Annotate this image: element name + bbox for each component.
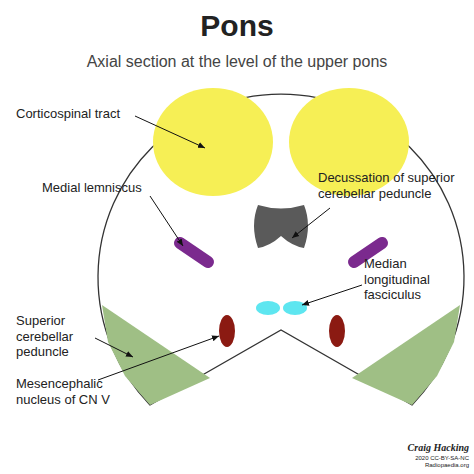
- leader-line: [150, 196, 183, 246]
- leader-line: [98, 336, 219, 380]
- leader-line: [292, 208, 330, 238]
- watermark: Craig Hacking: [384, 442, 469, 454]
- structure-label: Decussation of superior cerebellar pedun…: [318, 170, 468, 201]
- mesencephalic-nucleus-left: [219, 315, 235, 347]
- structure-label: Median longitudinal fasciculus: [364, 256, 474, 303]
- corticospinal-tract-left: [153, 88, 273, 196]
- structure-label: Medial lemniscus: [42, 180, 162, 196]
- decussation-shape: [254, 205, 308, 248]
- superior-cerebellar-peduncle-left: [102, 305, 210, 405]
- subtitle: Axial section at the level of the upper …: [0, 52, 474, 71]
- superior-cerebellar-peduncle-right: [352, 305, 460, 405]
- structure-label: Superior cerebellar peduncle: [16, 313, 106, 360]
- structure-label: Corticospinal tract: [16, 106, 146, 122]
- diagram-title: Pons: [0, 8, 474, 44]
- medial-lemniscus-left: [180, 243, 208, 262]
- mesencephalic-nucleus-right: [329, 315, 345, 347]
- mlf-right: [283, 301, 307, 315]
- pons-outline: [98, 94, 464, 405]
- leader-line: [302, 285, 362, 305]
- leader-line: [95, 338, 133, 357]
- watermark: 2020 CC-BY-SA-NC Radiopaedia.org: [384, 455, 469, 469]
- leader-line: [135, 116, 205, 148]
- mlf-left: [256, 301, 280, 315]
- structure-label: Mesencephalic nucleus of CN V: [16, 376, 116, 407]
